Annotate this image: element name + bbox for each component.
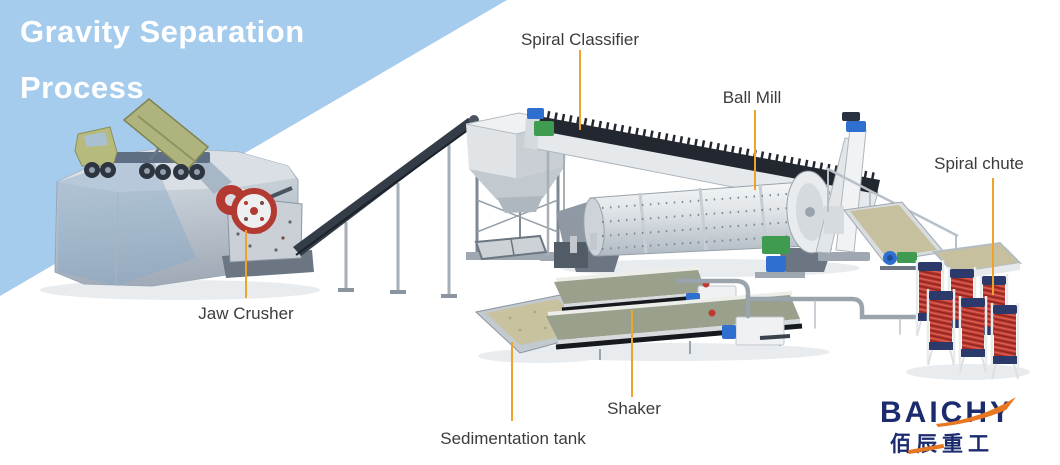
label-jaw-crusher: Jaw Crusher (198, 304, 294, 323)
spiral-chute-columns (915, 260, 1020, 380)
callout-line-shaker (631, 310, 633, 397)
brand-logo-swoosh-icon (936, 397, 1016, 427)
label-ball-mill: Ball Mill (722, 88, 782, 107)
label-shaker: Shaker (607, 399, 661, 418)
label-spiral-chute: Spiral chute (934, 154, 1024, 173)
ball-mill-graphic (554, 170, 834, 278)
label-spiral-classifier: Spiral Classifier (520, 30, 640, 49)
dump-truck-graphic (74, 98, 232, 194)
conveyor-graphic (293, 115, 479, 298)
callout-line-ball-mill (754, 110, 756, 190)
callout-line-spiral-classifier (579, 50, 581, 130)
page-title-line1: Gravity Separation (20, 14, 305, 49)
spare-tray-graphic (474, 233, 597, 261)
feeder-tower-graphic (815, 112, 870, 261)
page-title-line2: Process (20, 70, 145, 105)
callout-line-spiral-chute (992, 178, 994, 295)
jaw-crusher-graphic (216, 185, 314, 278)
pipes-graphic (675, 278, 937, 335)
brand-logo: BAICHY 佰辰重工 (878, 396, 1038, 460)
callout-line-sedimentation-tank (511, 342, 513, 421)
label-sedimentation-tank: Sedimentation tank (440, 429, 586, 448)
shaker-tables-graphic (546, 266, 803, 360)
spiral-chutes-graphic (915, 241, 1023, 380)
callout-line-jaw-crusher (245, 230, 247, 298)
discharge-chute-graphic (825, 166, 959, 280)
ground-shadows (40, 259, 1030, 380)
